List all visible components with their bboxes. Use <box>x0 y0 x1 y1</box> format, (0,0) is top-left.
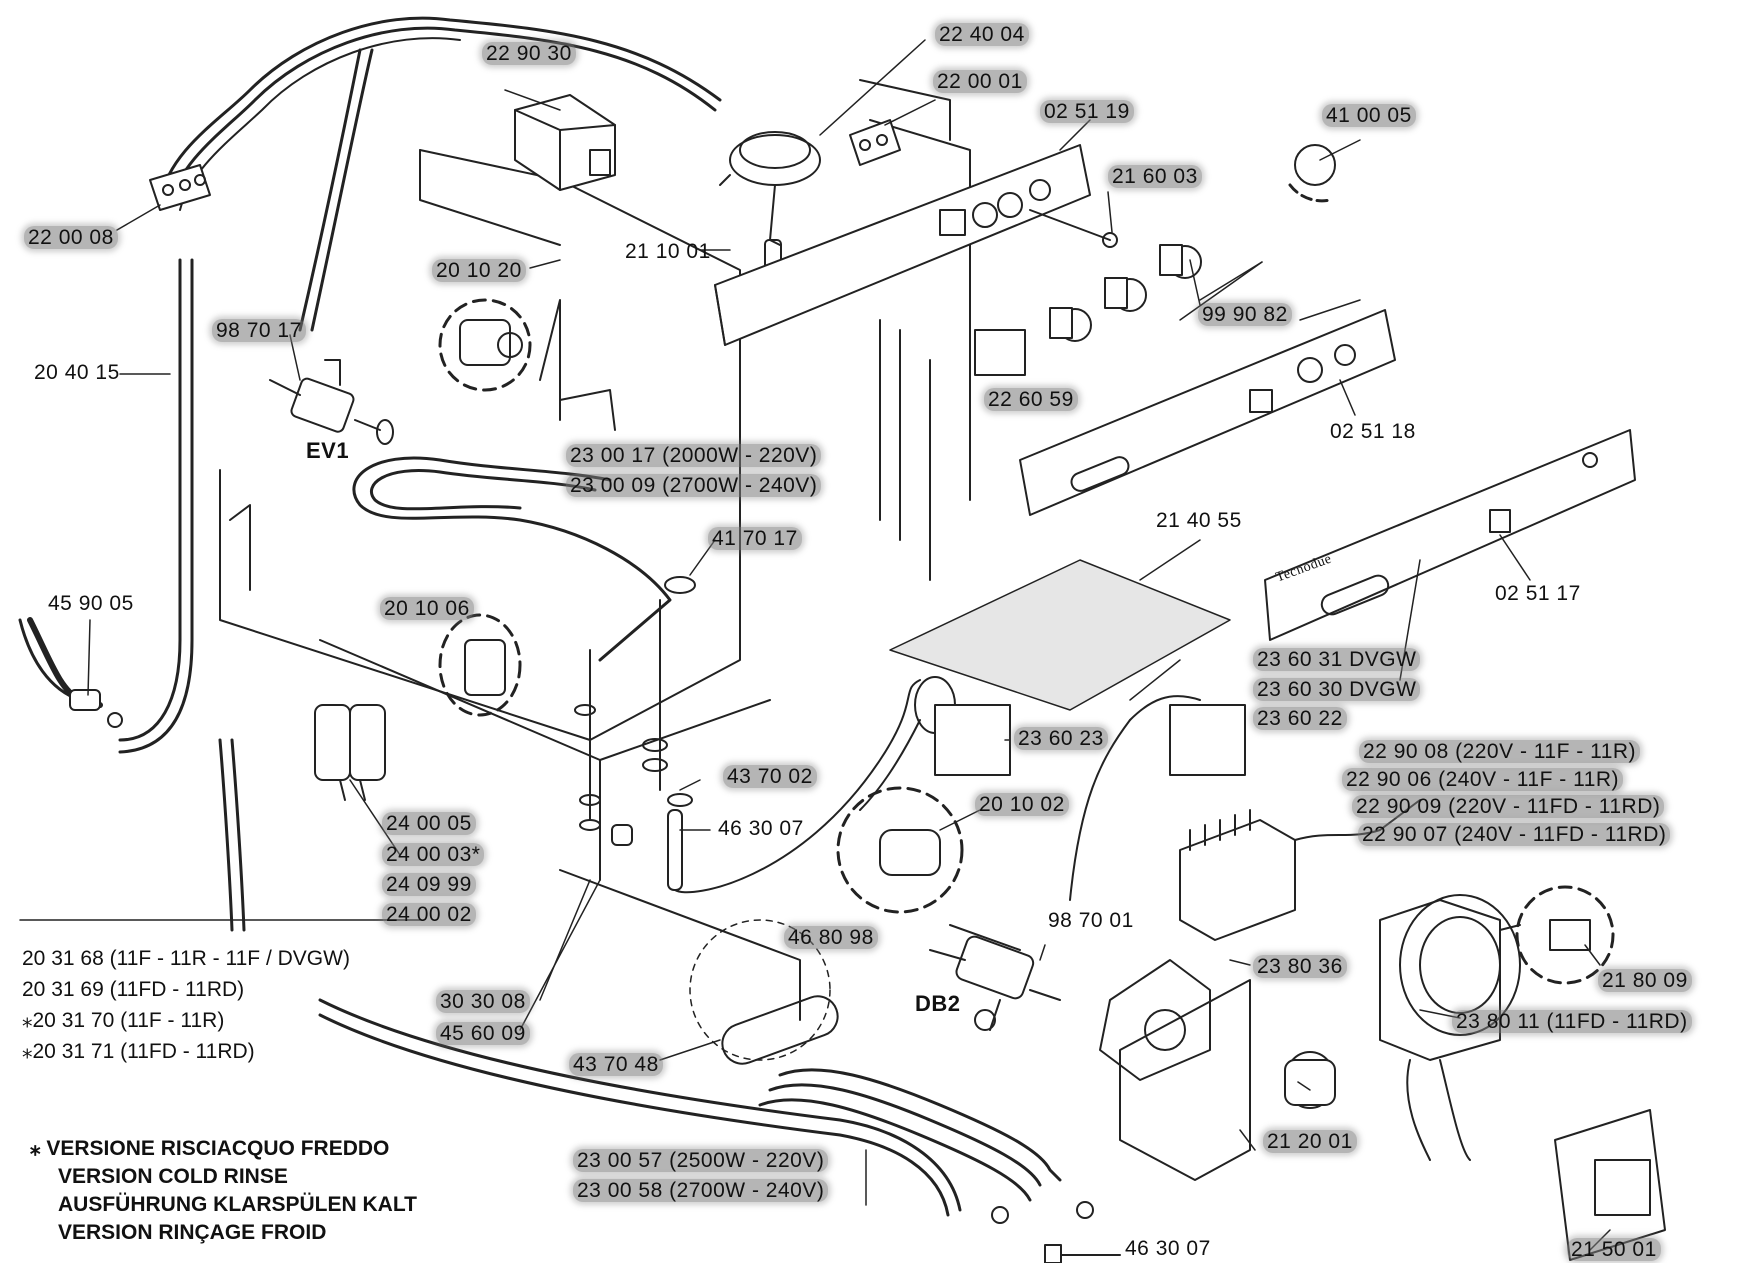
part-code-label: 23 60 23 <box>1014 727 1108 750</box>
part-code-label: 22 90 06 (240V - 11F - 11R) <box>1342 768 1624 791</box>
part-code-label: 22 90 30 <box>482 42 576 65</box>
part-code-label: 02 51 18 <box>1330 420 1416 443</box>
part-code-label: 23 00 57 (2500W - 220V) <box>573 1149 829 1172</box>
thermostat-23-60-23 <box>859 676 1246 901</box>
terminal-block-22-00-08 <box>149 164 211 211</box>
part-code-label: 23 60 31 DVGW <box>1253 648 1421 671</box>
part-code-label: 21 40 55 <box>1156 509 1242 532</box>
insulation-21-40-55 <box>889 559 1231 711</box>
footnote-line: AUSFÜHRUNG KLARSPÜLEN KALT <box>58 1193 417 1216</box>
part-code-label: 21 50 01 <box>1567 1238 1661 1261</box>
part-code-label: 21 60 03 <box>1108 165 1202 188</box>
solenoid-valve-ev1 <box>269 298 532 445</box>
temperature-probe <box>611 679 921 894</box>
part-code-label: 99 90 82 <box>1198 303 1292 326</box>
heating-element-top <box>352 456 672 662</box>
part-code-label: 22 90 09 (220V - 11FD - 11RD) <box>1352 795 1665 818</box>
part-code-label: 24 00 05 <box>382 812 476 835</box>
footnote-line: ⁎ VERSIONE RISCIACQUO FREDDO <box>30 1137 390 1160</box>
part-code-label: 02 51 19 <box>1040 100 1134 123</box>
part-code-label: 23 00 17 (2000W - 220V) <box>566 444 822 467</box>
pressure-switch-22-40-04 <box>719 131 821 271</box>
part-code-label: 20 10 02 <box>975 793 1069 816</box>
relay-22-90-30 <box>514 94 616 191</box>
heater-code-line: 20 31 69 (11FD - 11RD) <box>22 978 245 1001</box>
part-code-label: 20 40 15 <box>34 361 120 384</box>
part-code-label: 46 30 07 <box>718 817 804 840</box>
connector-22-00-01 <box>849 119 901 166</box>
washers-stack <box>574 576 696 831</box>
part-code-label: EV1 <box>306 438 350 463</box>
footnote: ⁎ VERSIONE RISCIACQUO FREDDO VERSION COL… <box>30 1135 417 1247</box>
footnote-line: VERSION COLD RINSE <box>58 1165 288 1188</box>
part-code-label: 45 60 09 <box>436 1022 530 1045</box>
part-code-label: 22 40 04 <box>935 23 1029 46</box>
part-code-label: 24 09 99 <box>382 873 476 896</box>
part-code-label: 43 70 48 <box>569 1053 663 1076</box>
part-code-label: 22 00 01 <box>933 70 1027 93</box>
part-code-label: 41 00 05 <box>1322 104 1416 127</box>
knobs-and-switches <box>974 144 1336 376</box>
part-code-label: 23 00 09 (2700W - 240V) <box>566 474 822 497</box>
panel-02-51-18 <box>1019 309 1396 516</box>
part-code-label: 43 70 02 <box>723 765 817 788</box>
part-code-label: 20 10 06 <box>380 597 474 620</box>
heater-code-line: ⁎20 31 70 (11F - 11R) <box>22 1009 225 1032</box>
pcb-21-50-01 <box>1554 1109 1666 1261</box>
coil-20-10-02 <box>836 786 1021 951</box>
part-code-label: DB2 <box>915 991 961 1016</box>
inlet-hose <box>27 617 123 728</box>
heater-code-line: 20 31 68 (11F - 11R - 11F / DVGW) <box>22 947 350 970</box>
solenoid-db2 <box>929 935 1061 1031</box>
heater-code-list: 20 31 68 (11F - 11R - 11F / DVGW) 20 31 … <box>22 943 350 1067</box>
part-code-label: 23 60 30 DVGW <box>1253 678 1421 701</box>
twin-valve <box>314 613 522 801</box>
part-code-label: 98 70 17 <box>212 319 306 342</box>
motor-21-20-01 <box>1284 1051 1336 1109</box>
heater-code-line: ⁎20 31 71 (11FD - 11RD) <box>22 1040 255 1063</box>
motor-23-80-11 <box>1379 885 1615 1161</box>
part-code-label: 46 30 07 <box>1125 1237 1211 1260</box>
leader-lines <box>87 39 1611 1251</box>
part-code-label: 24 00 03* <box>382 843 485 866</box>
part-code-label: 21 20 01 <box>1263 1130 1357 1153</box>
part-code-label: 22 90 07 (240V - 11FD - 11RD) <box>1358 823 1671 846</box>
part-code-label: 21 80 09 <box>1598 969 1692 992</box>
gasket-43-70-48 <box>559 869 839 1065</box>
part-code-label: 21 10 01 <box>625 240 711 263</box>
part-code-label: 20 10 20 <box>432 259 526 282</box>
part-code-label: 98 70 01 <box>1048 909 1134 932</box>
motor-23-80-36 <box>1099 959 1251 1181</box>
part-code-label: 23 80 11 (11FD - 11RD) <box>1452 1010 1692 1033</box>
part-code-label: 23 80 36 <box>1253 955 1347 978</box>
heating-element-lower <box>758 1068 1121 1263</box>
part-code-label: 46 80 98 <box>784 926 878 949</box>
part-code-label: 22 00 08 <box>24 226 118 249</box>
panel-02-51-17 <box>1264 429 1636 641</box>
part-code-label: 30 30 08 <box>436 990 530 1013</box>
frame <box>219 79 971 881</box>
part-code-label: 41 70 17 <box>708 527 802 550</box>
part-code-label: 22 90 08 (220V - 11F - 11R) <box>1359 740 1641 763</box>
part-code-label: 45 90 05 <box>48 592 134 615</box>
part-code-label: 23 00 58 (2700W - 240V) <box>573 1179 829 1202</box>
panel-02-51-19 <box>714 144 1091 346</box>
cable-harness <box>18 16 962 1217</box>
part-code-label: 02 51 17 <box>1495 582 1581 605</box>
part-code-label: 24 00 02 <box>382 903 476 926</box>
part-code-label: 23 60 22 <box>1253 707 1347 730</box>
part-code-label: 22 60 59 <box>984 388 1078 411</box>
footnote-line: VERSION RINÇAGE FROID <box>58 1221 327 1244</box>
